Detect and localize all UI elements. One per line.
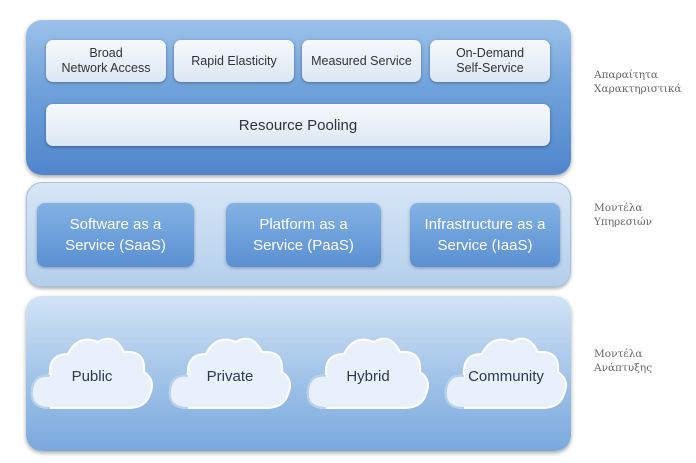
paas-box: Platform as a Service (PaaS) [226,203,381,267]
hybrid-cloud: Hybrid [304,324,432,414]
public-cloud: Public [28,324,156,414]
cloud-icon [306,337,429,409]
essential-characteristics-side-label: Απαραίτητα Χαρακτηριστικά [594,69,682,95]
cloud-icon [168,337,291,409]
cloud-icon [444,337,567,409]
on-demand-self-service-box: On-Demand Self-Service [430,40,550,82]
private-label: Private [206,368,254,385]
hybrid-label: Hybrid [346,368,390,385]
deployment-models-layer: Public Private Hybrid Community [26,296,571,451]
service-models-side-label: Μοντέλα Υπηρεσιών [594,202,652,228]
cloud-icon [30,337,153,409]
community-cloud: Community [442,324,570,414]
deployment-models-side-label: Μοντέλα Ανάπτυξης [594,348,653,374]
measured-service-box: Measured Service [302,40,421,82]
resource-pooling-box: Resource Pooling [46,104,550,146]
public-label: Public [71,368,113,385]
iaas-box: Infrastructure as a Service (IaaS) [410,203,560,267]
saas-box: Software as a Service (SaaS) [37,203,194,267]
essential-characteristics-layer: Broad Network Access Rapid Elasticity Me… [26,20,571,175]
rapid-elasticity-box: Rapid Elasticity [174,40,294,82]
private-cloud: Private [166,324,294,414]
broad-network-access-box: Broad Network Access [46,40,166,82]
community-label: Community [468,368,544,385]
service-models-layer: Software as a Service (SaaS) Platform as… [26,182,571,287]
